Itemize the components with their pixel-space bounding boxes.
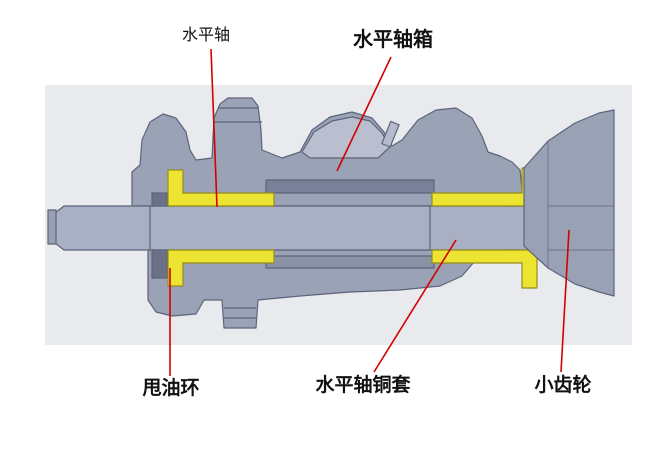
leader-lines bbox=[169, 48, 570, 376]
bushing-lower-left bbox=[167, 249, 275, 287]
label-shaft-housing: 水平轴箱 bbox=[353, 29, 433, 51]
shaft-shoulder-lines bbox=[149, 206, 431, 250]
bronze-bushings bbox=[167, 167, 538, 289]
bottom-nut-lines bbox=[224, 307, 256, 319]
bolt-stack-lines bbox=[214, 107, 262, 123]
label-pinion-gear: 小齿轮 bbox=[534, 375, 592, 396]
label-bronze-bushing: 水平轴铜套 bbox=[315, 375, 411, 396]
bushing-upper-left bbox=[167, 169, 275, 207]
shaft-end-cap bbox=[47, 209, 57, 245]
bore-gap-upper bbox=[265, 179, 435, 194]
bushing-lower-right bbox=[431, 249, 538, 289]
leader-line-pinion bbox=[560, 229, 570, 373]
leader-line-bushing bbox=[373, 239, 457, 373]
label-oil-slinger-ring: 甩油环 bbox=[142, 378, 200, 399]
pinion-inner-lines bbox=[547, 141, 614, 268]
bore-gap-lower bbox=[265, 255, 435, 269]
shaft bbox=[54, 205, 549, 251]
label-horizontal-shaft: 水平轴 bbox=[181, 27, 231, 44]
leader-line-shaft bbox=[210, 48, 218, 208]
leader-line-housing bbox=[336, 56, 392, 172]
housing-pin bbox=[381, 120, 400, 148]
oil-slinger bbox=[151, 192, 168, 279]
assembly-geometry bbox=[47, 97, 615, 329]
